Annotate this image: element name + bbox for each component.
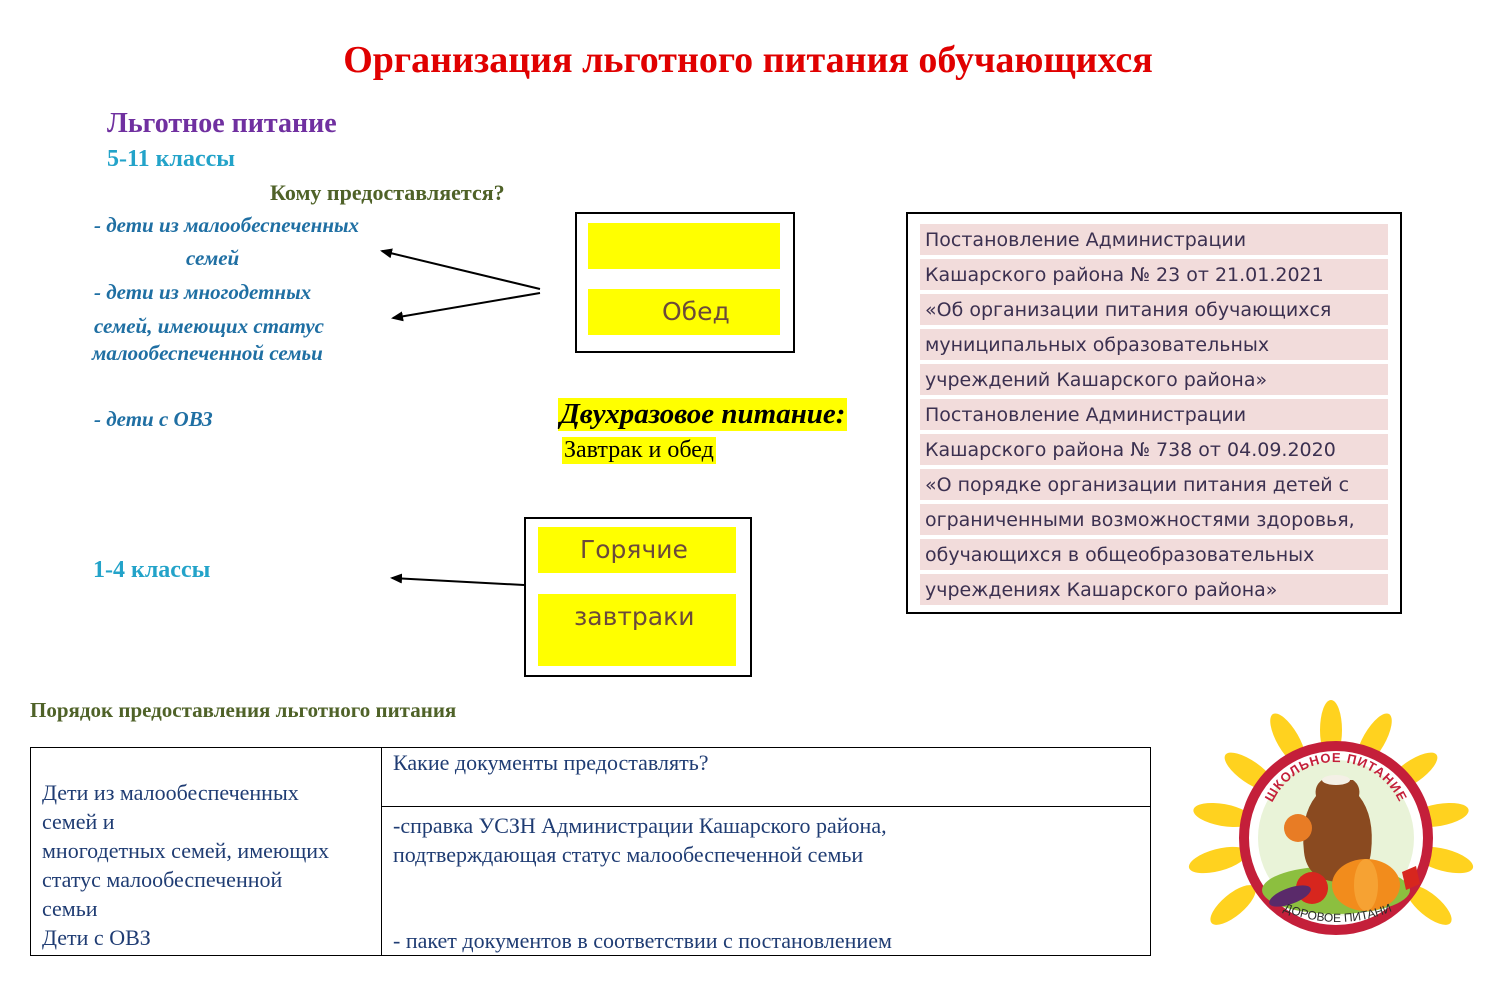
table-left-line: статус малообеспеченной bbox=[42, 867, 283, 892]
breakfast-label: завтраки bbox=[538, 594, 736, 666]
table-answer-line: - пакет документов в соответствии с пост… bbox=[393, 928, 892, 953]
milk-jug-icon bbox=[1303, 780, 1372, 882]
eggplant-icon bbox=[1269, 885, 1311, 907]
lunch-label: Обед bbox=[588, 289, 780, 335]
who-question: Кому предоставляется? bbox=[270, 180, 505, 205]
arrow-to-grades-1-4 bbox=[390, 573, 525, 586]
document-line: ограниченными возможностями здоровья, bbox=[920, 504, 1388, 537]
beneficiary-line: семей, имеющих статус bbox=[94, 314, 324, 338]
document-line: Постановление Администрации bbox=[920, 224, 1388, 257]
arrow-to-large-families bbox=[391, 292, 541, 322]
two-meals-heading: Двухразовое питание: bbox=[558, 398, 848, 431]
page-title: Организация льготного питания обучающихс… bbox=[343, 39, 1153, 81]
pepper-icon bbox=[1402, 866, 1420, 890]
two-meals-description: Завтрак и обед bbox=[562, 437, 716, 464]
table-left-line: семей и bbox=[42, 809, 115, 834]
table-left-line: Дети с ОВЗ bbox=[42, 925, 151, 950]
table-left-line: Дети из малообеспеченных bbox=[42, 780, 299, 805]
beneficiary-line: малообеспеченной семьи bbox=[92, 341, 323, 365]
table-answer-cell: -справка УСЗН Администрации Кашарского р… bbox=[381, 806, 1151, 956]
table-question: Какие документы предоставлять? bbox=[393, 750, 709, 775]
documents-table: Дети из малообеспеченных семей и многоде… bbox=[30, 747, 1151, 956]
section-subtitle: Льготное питание bbox=[107, 108, 337, 139]
grades-upper-label: 5-11 классы bbox=[107, 146, 236, 172]
document-line: учреждениях Кашарского района» bbox=[920, 574, 1388, 607]
document-line: муниципальных образовательных bbox=[920, 329, 1388, 362]
beneficiary-line: семей bbox=[186, 246, 240, 270]
table-question-cell: Какие документы предоставлять? bbox=[381, 747, 1151, 807]
arrow-to-low-income bbox=[380, 248, 541, 290]
document-line: учреждений Кашарского района» bbox=[920, 364, 1388, 397]
document-line: «О порядке организации питания детей с bbox=[920, 469, 1388, 502]
lunch-box-bar bbox=[588, 223, 780, 269]
table-left-line: семьи bbox=[42, 896, 98, 921]
grades-lower-label: 1-4 классы bbox=[93, 557, 211, 583]
hedgehog-icon bbox=[1284, 814, 1312, 842]
beneficiary-line: - дети из малообеспеченных bbox=[94, 213, 360, 237]
breakfast-box: Горячие завтраки bbox=[524, 517, 752, 677]
beneficiary-line: - дети с ОВЗ bbox=[94, 407, 213, 431]
table-left-cell: Дети из малообеспеченных семей и многоде… bbox=[30, 747, 382, 956]
documents-box: Постановление Администрации Кашарского р… bbox=[906, 212, 1402, 614]
document-line: Кашарского района № 23 от 21.01.2021 bbox=[920, 259, 1388, 292]
beneficiary-line: - дети из многодетных bbox=[94, 280, 312, 304]
school-meals-logo: ШКОЛЬНОЕ ПИТАНИЕ ЗДОРОВОЕ ПИТАНИЕ bbox=[1188, 700, 1474, 935]
hot-label: Горячие bbox=[538, 527, 736, 573]
table-answer-line: подтверждающая статус малообеспеченной с… bbox=[393, 842, 864, 867]
order-heading: Порядок предоставления льготного питания bbox=[30, 698, 457, 722]
table-left-line: многодетных семей, имеющих bbox=[42, 838, 330, 863]
document-line: «Об организации питания обучающихся bbox=[920, 294, 1388, 327]
table-answer-line: -справка УСЗН Администрации Кашарского р… bbox=[393, 813, 887, 838]
lunch-box: Обед bbox=[575, 212, 795, 353]
document-line: Постановление Администрации bbox=[920, 399, 1388, 432]
document-line: обучающихся в общеобразовательных bbox=[920, 539, 1388, 572]
document-line: Кашарского района № 738 от 04.09.2020 bbox=[920, 434, 1388, 467]
